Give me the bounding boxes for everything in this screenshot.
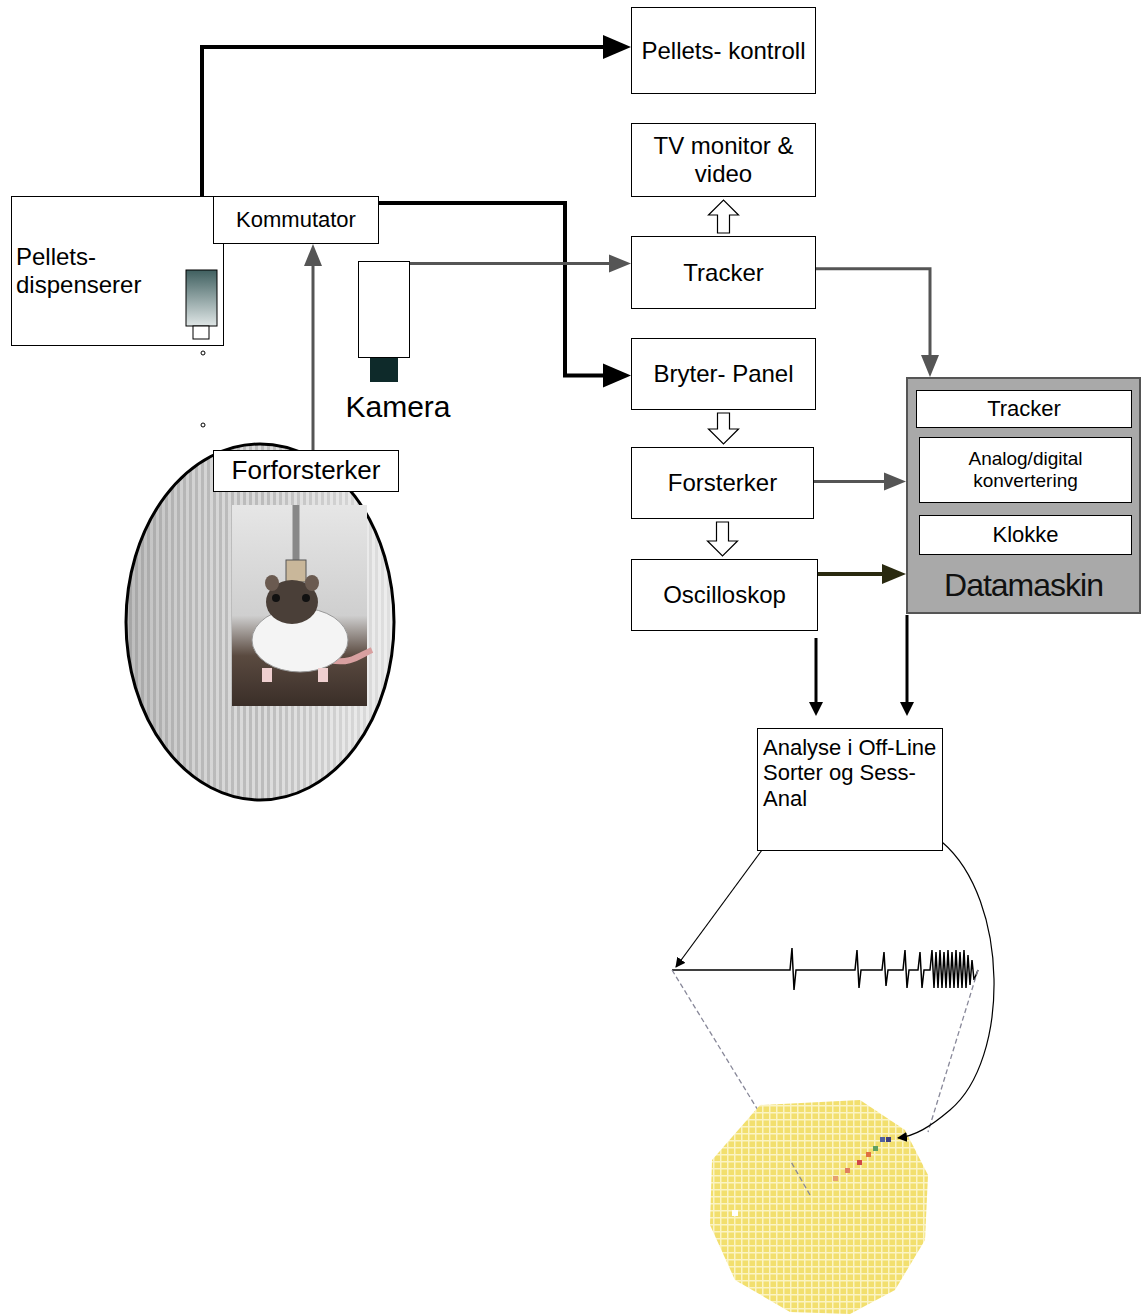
node-label: Tracker — [683, 259, 763, 287]
tracker-module: Tracker — [916, 390, 1132, 428]
arrowhead — [809, 702, 823, 716]
connector — [304, 244, 322, 450]
node-label: Tracker — [987, 396, 1061, 421]
connector-line — [814, 480, 884, 483]
computer-box: Datamaskin TrackerAnalog/digital konverte… — [906, 377, 1141, 614]
connector — [814, 473, 906, 491]
dispenser-body — [186, 270, 217, 326]
arrowhead — [603, 35, 631, 59]
arrowhead — [603, 363, 631, 387]
connector — [708, 522, 738, 556]
oscilloscope-box: Oscilloskop — [631, 559, 818, 631]
connector-line — [818, 572, 882, 576]
arena — [126, 444, 394, 800]
connector-line — [816, 269, 930, 355]
node-label: Pellets- kontroll — [641, 37, 805, 65]
connector — [818, 564, 906, 584]
switch-panel-box: Bryter- Panel — [631, 338, 816, 410]
arrowhead — [884, 473, 906, 491]
computer-title: Datamaskin — [908, 567, 1139, 604]
connector-line — [379, 203, 603, 375]
node-label: Analog/digital konvertering — [926, 448, 1125, 492]
node-label: Forsterker — [668, 469, 777, 497]
connector — [709, 200, 739, 233]
connector-line — [815, 638, 818, 702]
block-arrow — [709, 200, 739, 233]
rat-photo — [232, 505, 372, 706]
camera: Kamera — [328, 258, 468, 424]
dispenser-box: Pellets- dispenserer — [11, 196, 224, 346]
camera-lens — [370, 358, 398, 382]
camera-symbol — [358, 261, 410, 385]
control-box: Pellets- kontroll — [631, 7, 816, 94]
node-label: Bryter- Panel — [653, 360, 793, 388]
node-label: Forforsterker — [232, 456, 381, 486]
clock-module: Klokke — [919, 515, 1132, 555]
pellet-dots — [201, 351, 205, 427]
block-arrow — [709, 413, 739, 444]
dispenser-nozzle — [193, 326, 209, 339]
connector-line — [202, 47, 603, 269]
node-label: Kommutator — [236, 207, 356, 232]
adc-module: Analog/digital konvertering — [919, 437, 1132, 503]
node-label: Kamera — [345, 390, 450, 425]
arrowhead — [882, 564, 906, 584]
connector — [809, 638, 823, 716]
node-label: Pellets- dispenserer — [16, 243, 219, 298]
arrowhead — [921, 355, 939, 377]
arrowhead — [900, 702, 914, 716]
node-label: Oscilloskop — [663, 581, 786, 609]
place-field-map — [710, 1100, 928, 1314]
connector — [900, 615, 914, 716]
spike-trace — [672, 948, 978, 990]
connector — [816, 269, 939, 377]
node-label: TV monitor & video — [638, 132, 809, 187]
connector-line — [906, 615, 909, 702]
block-arrow — [708, 522, 738, 556]
arrowhead — [304, 244, 322, 266]
connector — [410, 255, 632, 273]
node-label: Klokke — [992, 522, 1058, 547]
tracker-box: Tracker — [631, 236, 816, 309]
amplifier-box: Forsterker — [631, 447, 814, 519]
commutator-box: Kommutator — [213, 196, 379, 244]
connector-line — [410, 262, 610, 265]
preamp-box: Forforsterker — [213, 450, 399, 492]
node-label: Analyse i Off-Line Sorter og Sess-Anal — [763, 735, 937, 811]
connector — [379, 203, 631, 387]
analysis-box: Analyse i Off-Line Sorter og Sess-Anal — [757, 728, 943, 851]
monitor-box: TV monitor & video — [631, 123, 816, 197]
arrowhead — [609, 255, 631, 273]
camera-body — [359, 262, 410, 358]
connector — [709, 413, 739, 444]
connector-line — [312, 266, 315, 450]
analysis-arrows — [676, 842, 994, 1138]
dispenser-device — [185, 269, 219, 343]
